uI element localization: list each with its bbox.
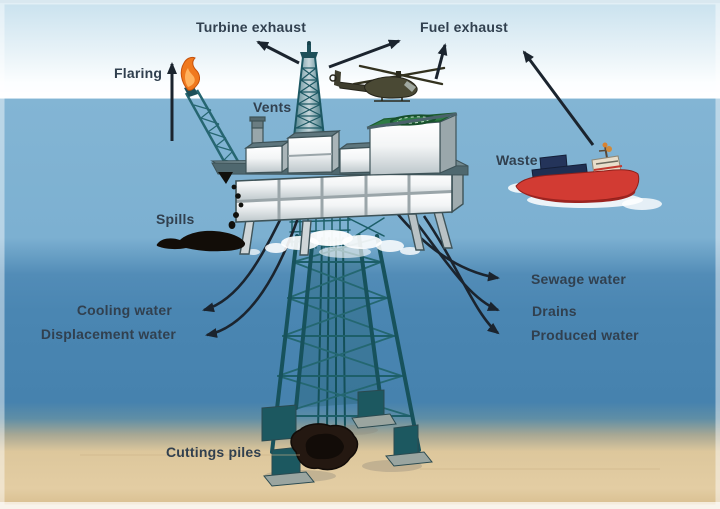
- waterline-foam: [246, 230, 420, 258]
- displacement-water-arrow: [205, 217, 300, 338]
- fuel-exhaust-arrow-helicopter: [434, 43, 448, 80]
- label-drains: Drains: [532, 303, 577, 319]
- turbine-exhaust-arrow: [256, 40, 300, 65]
- helicopter-icon: [329, 64, 446, 102]
- oil-slick-icon: [156, 230, 246, 252]
- annotation-arrows: [167, 39, 595, 146]
- helipad: [366, 112, 458, 176]
- discharge-pipes: [202, 211, 500, 338]
- label-vents: Vents: [253, 99, 292, 115]
- label-cuttings-piles: Cuttings piles: [166, 444, 262, 460]
- seabed-footings: [80, 389, 660, 487]
- label-flaring: Flaring: [114, 65, 163, 81]
- fuel-exhaust-arrow-platform: [328, 39, 401, 69]
- fuel-exhaust-arrow-ship: [522, 50, 595, 146]
- produced-water-arrow: [422, 215, 500, 335]
- label-waste: Waste: [496, 152, 538, 168]
- cooling-water-arrow: [202, 215, 284, 313]
- sewage-water-arrow: [395, 211, 500, 282]
- label-turbine-exhaust: Turbine exhaust: [196, 19, 307, 35]
- supply-ship-icon: [508, 142, 662, 210]
- label-displacement-water: Displacement water: [40, 326, 176, 342]
- label-produced-water: Produced water: [531, 327, 639, 343]
- deck-modules: [243, 112, 458, 176]
- label-spills: Spills: [156, 211, 195, 227]
- label-sewage-water: Sewage water: [531, 271, 626, 287]
- label-fuel-exhaust: Fuel exhaust: [420, 19, 508, 35]
- drains-arrow: [408, 213, 500, 312]
- label-cooling-water: Cooling water: [76, 302, 172, 318]
- flare-boom: [180, 56, 245, 173]
- derrick-icon: [292, 41, 326, 138]
- spill-drips: [218, 172, 244, 229]
